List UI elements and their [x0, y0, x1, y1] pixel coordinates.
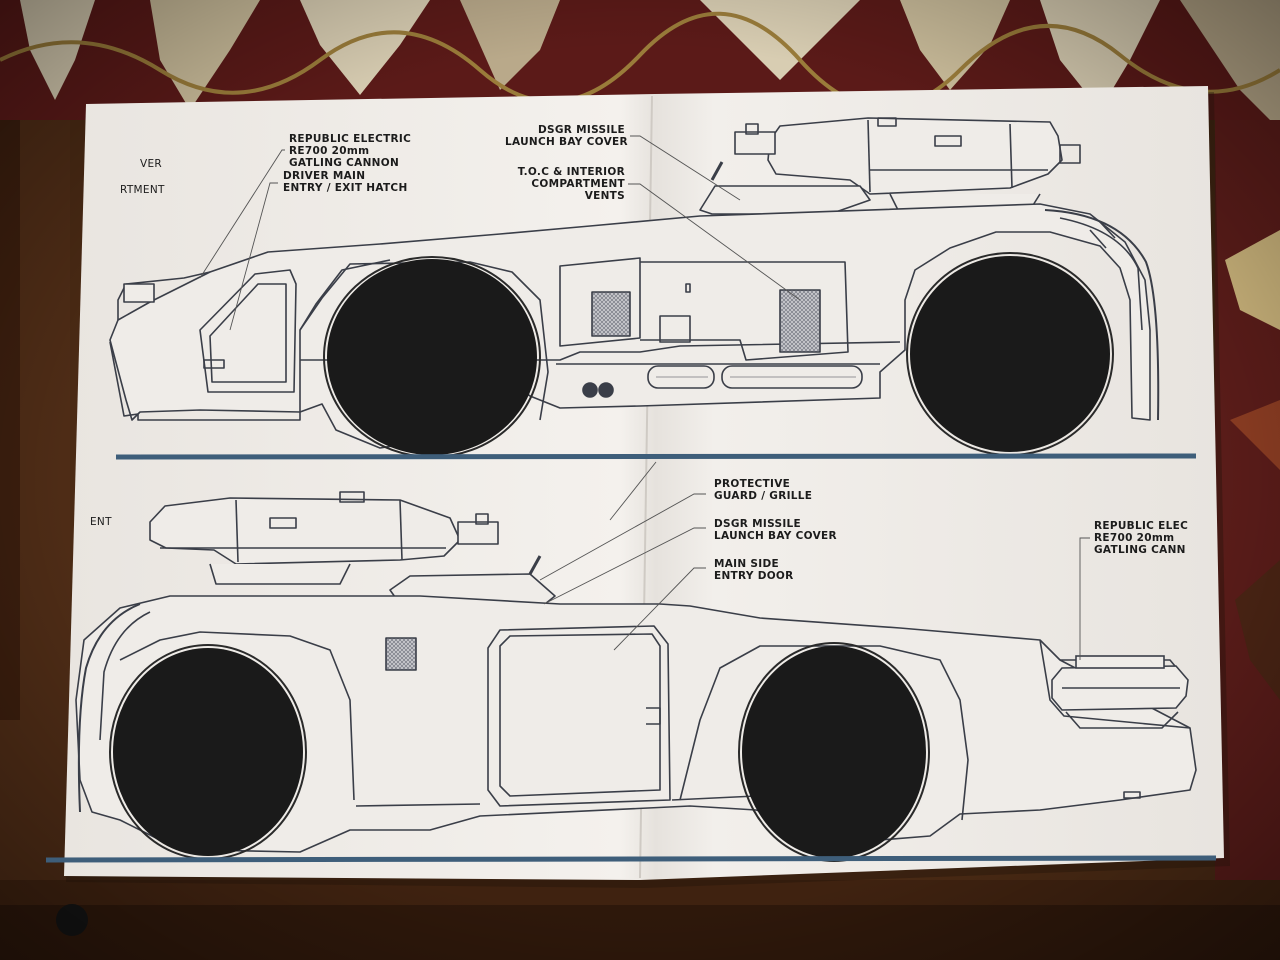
bottom-ground-line — [45, 855, 1217, 863]
callout-driver-hatch: DRIVER MAIN ENTRY / EXIT HATCH — [283, 170, 408, 194]
callout-line: ENTRY DOOR — [714, 570, 794, 582]
label-cropped-rtment: RTMENT — [120, 184, 165, 196]
callout-dsgr-top: DSGR MISSILE LAUNCH BAY COVER — [505, 124, 628, 148]
callout-line: LAUNCH BAY COVER — [505, 136, 628, 148]
callout-line: DRIVER MAIN — [283, 170, 366, 182]
callout-dsgr-bottom: DSGR MISSILE LAUNCH BAY COVER — [714, 518, 837, 542]
callout-line: REPUBLIC ELECTRIC — [289, 133, 412, 145]
callout-line: PROTECTIVE — [714, 478, 791, 490]
top-ground-line — [115, 453, 1197, 460]
bottom-leader-lines — [539, 461, 1090, 660]
callout-protective-guard: PROTECTIVE GUARD / GRILLE — [714, 478, 812, 502]
top-leader-lines — [199, 135, 801, 331]
callout-gatling-cannon-bottom: REPUBLIC ELEC RE700 20mm GATLING CANN — [1094, 520, 1188, 556]
label-cropped-ent: ENT — [90, 516, 112, 528]
callout-line: GUARD / GRILLE — [714, 490, 813, 502]
callout-line: RE700 20mm — [1094, 532, 1175, 544]
callout-line: RE700 20mm — [289, 145, 370, 157]
callout-line: VENTS — [584, 190, 625, 202]
callout-line: GATLING CANNON — [289, 157, 400, 169]
callout-line: DSGR MISSILE — [537, 124, 625, 136]
callout-main-side-door: MAIN SIDE ENTRY DOOR — [714, 558, 794, 582]
bottom-gatling-turret — [1051, 655, 1189, 729]
callout-line: COMPARTMENT — [531, 178, 625, 190]
callout-line: LAUNCH BAY COVER — [714, 530, 837, 542]
label-cropped-ver: VER — [140, 158, 163, 170]
vehicle-bottom-view — [75, 491, 1197, 853]
callout-line: ENTRY / EXIT HATCH — [283, 182, 408, 194]
callout-line: DSGR MISSILE — [714, 518, 802, 530]
callout-gatling-cannon-top: REPUBLIC ELECTRIC RE700 20mm GATLING CAN… — [289, 133, 411, 169]
callout-line: REPUBLIC ELEC — [1094, 520, 1189, 532]
callout-line: GATLING CANN — [1094, 544, 1186, 556]
callout-toc-vents: T.O.C & INTERIOR COMPARTMENT VENTS — [505, 166, 625, 202]
callout-line: MAIN SIDE — [714, 558, 779, 570]
callout-line: T.O.C & INTERIOR — [517, 166, 625, 178]
